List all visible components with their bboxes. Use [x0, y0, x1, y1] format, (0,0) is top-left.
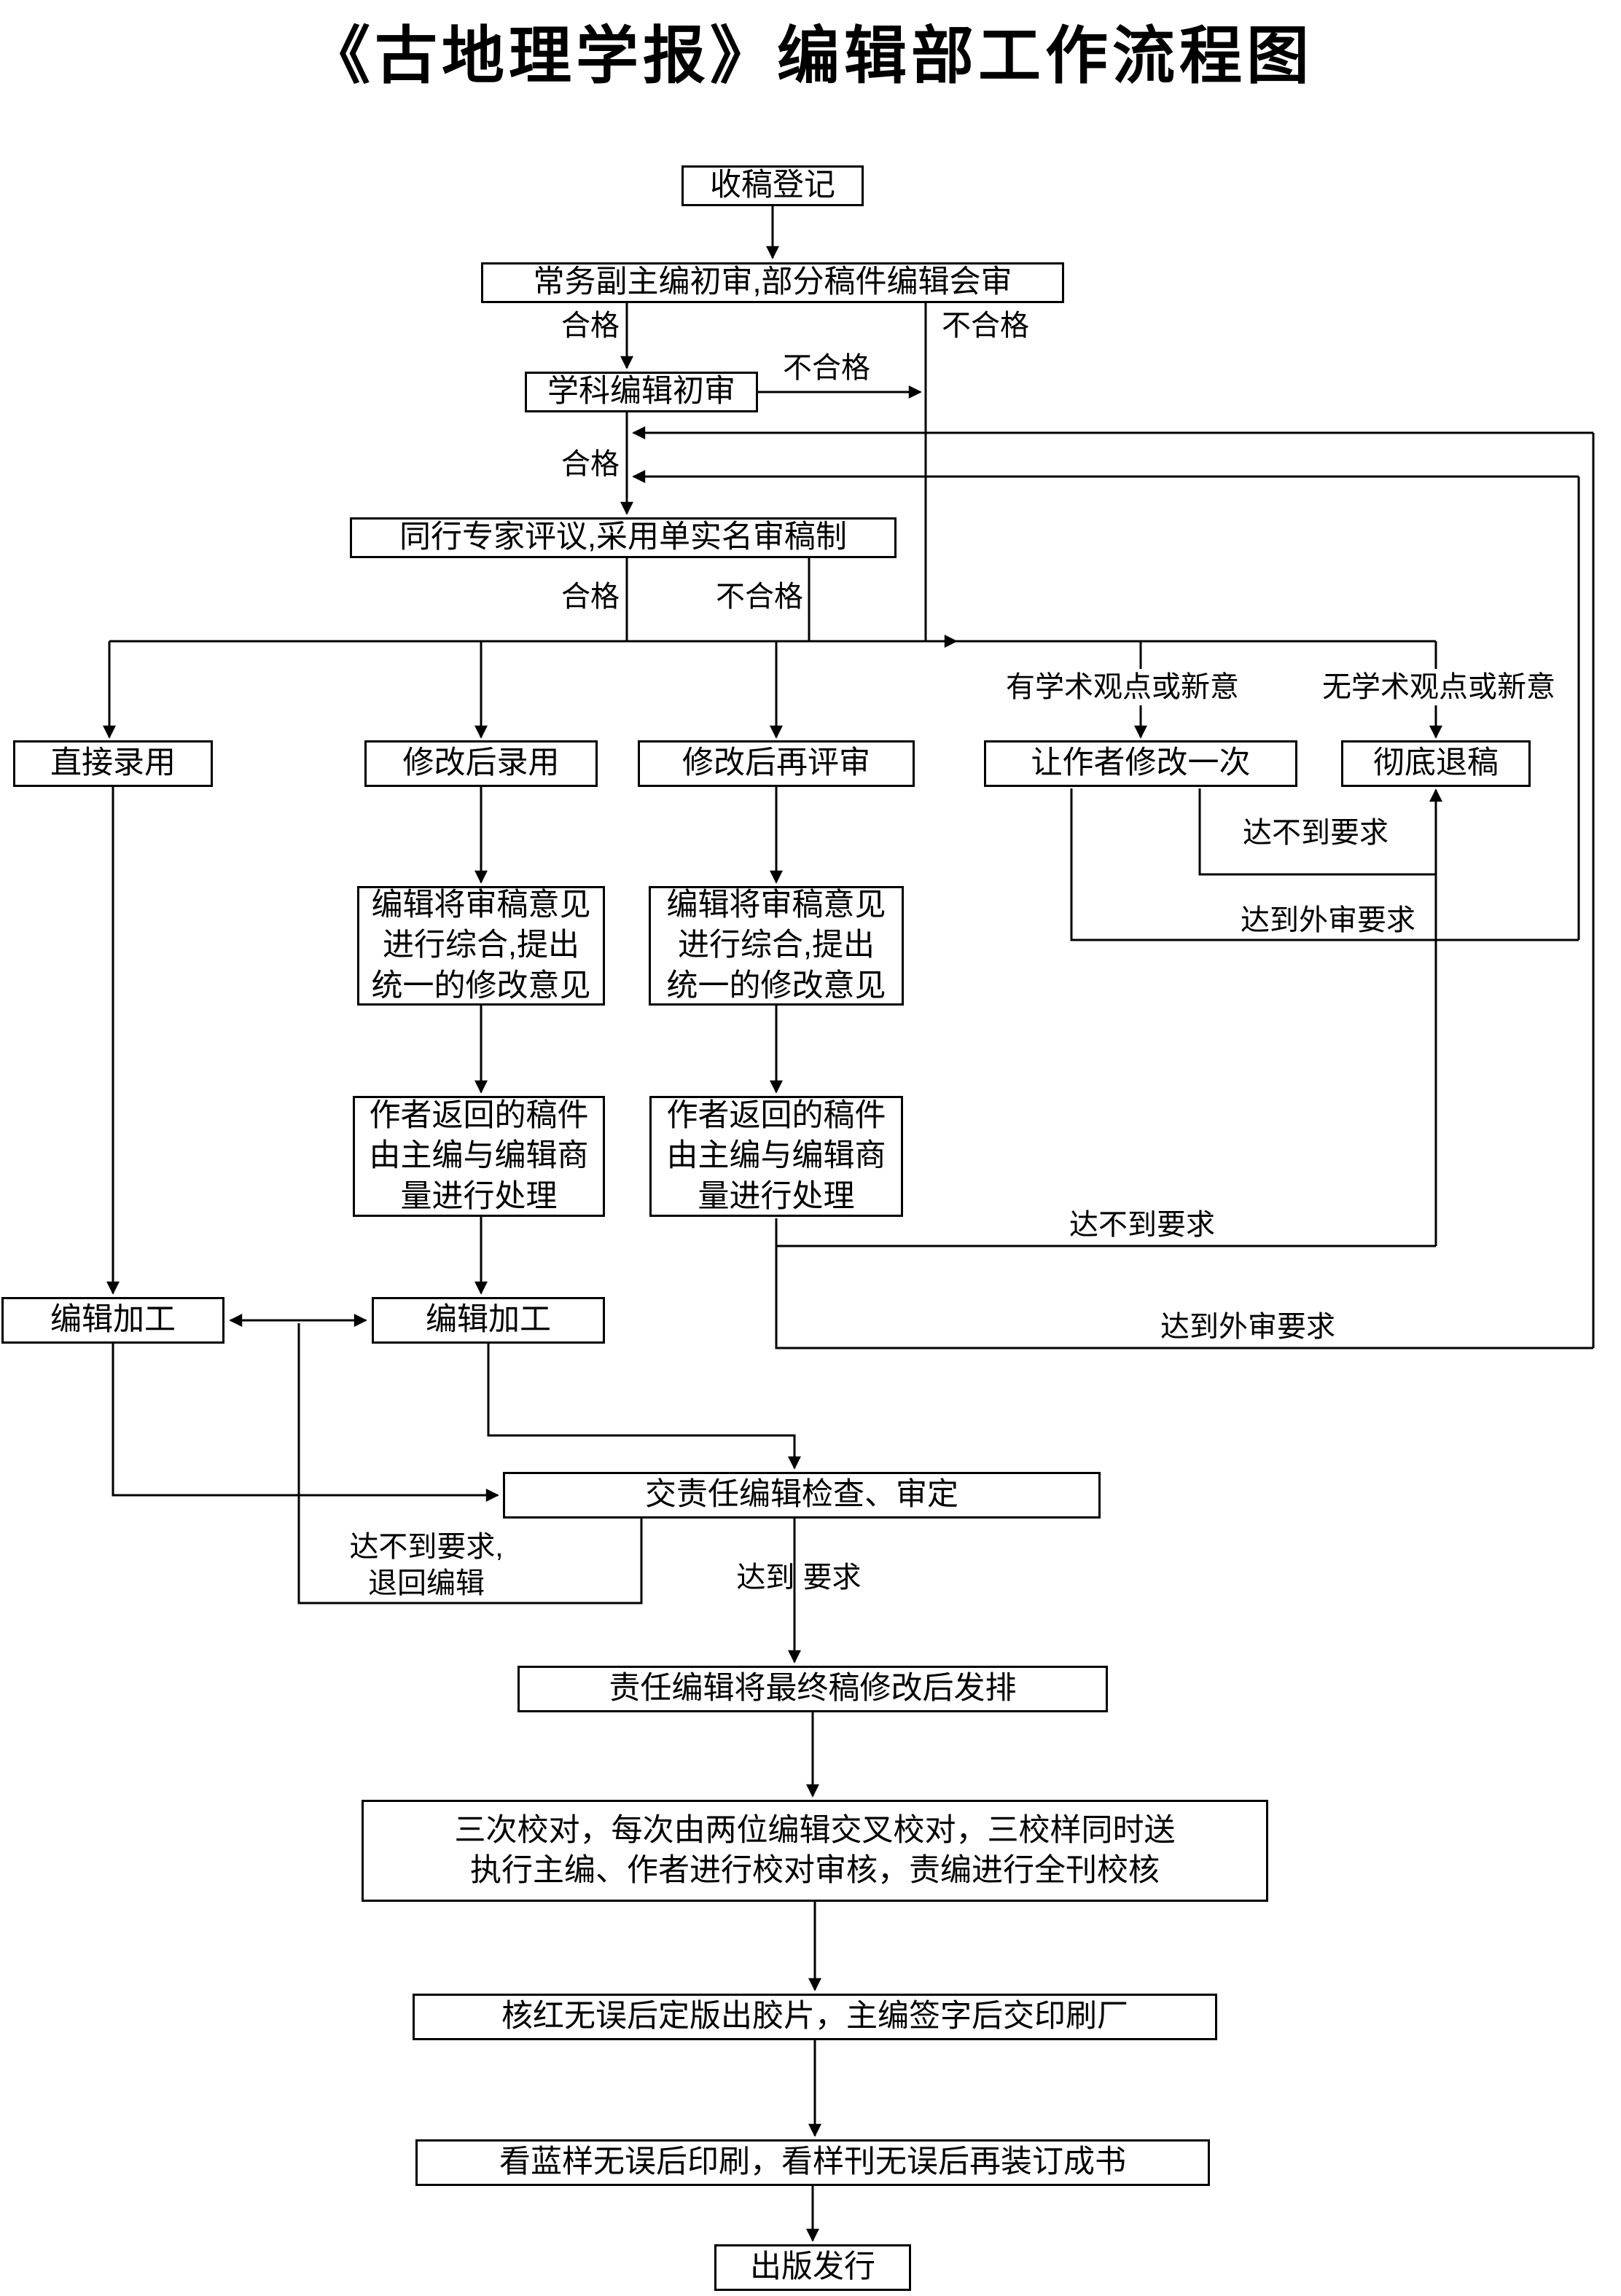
node-direct-accept: 直接录用	[13, 740, 213, 787]
node-final-rejection: 彻底退稿	[1341, 740, 1531, 787]
node-peer-review: 同行专家评议,采用单实名审稿制	[350, 517, 897, 558]
edge-label-fails-return-to-editor: 达不到要求, 退回编辑	[349, 1531, 504, 1599]
edge-label-unqualified-2: 不合格	[783, 352, 870, 384]
edge-label-meets-requirements: 达到 要求	[736, 1562, 862, 1594]
edge-label-unqualified-3: 不合格	[716, 581, 803, 613]
node-blue-sample-print: 看蓝样无误后印刷，看样刊无误后再装订成书	[415, 2139, 1210, 2186]
node-synthesize-opinions-right: 编辑将审稿意见 进行综合,提出 统一的修改意见	[649, 886, 904, 1006]
node-author-return-left: 作者返回的稿件 由主编与编辑商 量进行处理	[353, 1096, 605, 1217]
node-subject-editor-review: 学科编辑初审	[525, 372, 758, 412]
edge-label-qualified-3: 合格	[561, 581, 620, 613]
node-executive-review: 常务副主编初审,部分稿件编辑会审	[481, 262, 1064, 303]
node-film-output: 核红无误后定版出胶片，主编签字后交印刷厂	[413, 1994, 1217, 2040]
node-author-revise-once: 让作者修改一次	[984, 740, 1297, 787]
node-accept-after-revision: 修改后录用	[364, 740, 598, 787]
node-publish: 出版发行	[714, 2244, 911, 2291]
edge-label-qualified-2: 合格	[561, 448, 620, 480]
node-registration: 收稿登记	[681, 165, 864, 206]
node-editing-left: 编辑加工	[1, 1297, 224, 1344]
edge-label-unqualified-1: 不合格	[942, 310, 1029, 342]
edge-label-fails-requirements-2: 达不到要求	[1069, 1209, 1215, 1241]
node-three-proofreads: 三次校对，每次由两位编辑交叉校对，三校样同时送 执行主编、作者进行校对审核，责编…	[362, 1800, 1268, 1902]
node-responsible-editor-check: 交责任编辑检查、审定	[503, 1472, 1101, 1519]
node-rereview-after-revision: 修改后再评审	[638, 740, 915, 787]
edge-label-has-academic-merit: 有学术观点或新意	[994, 669, 1251, 705]
edge-label-qualified-1: 合格	[561, 310, 620, 342]
edge-label-no-academic-merit: 无学术观点或新意	[1308, 669, 1570, 705]
node-author-return-right: 作者返回的稿件 由主编与编辑商 量进行处理	[649, 1096, 903, 1217]
node-editing-center: 编辑加工	[372, 1297, 605, 1344]
flowchart-title: 《古地理学报》编辑部工作流程图	[308, 21, 1313, 91]
node-final-typeset: 责任编辑将最终稿修改后发排	[517, 1666, 1108, 1712]
edge-label-meets-external-review-1: 达到外审要求	[1241, 904, 1415, 936]
edge-label-fails-requirements-1: 达不到要求	[1243, 817, 1388, 849]
node-synthesize-opinions-left: 编辑将审稿意见 进行综合,提出 统一的修改意见	[357, 886, 605, 1006]
edge-label-meets-external-review-2: 达到外审要求	[1160, 1311, 1335, 1343]
